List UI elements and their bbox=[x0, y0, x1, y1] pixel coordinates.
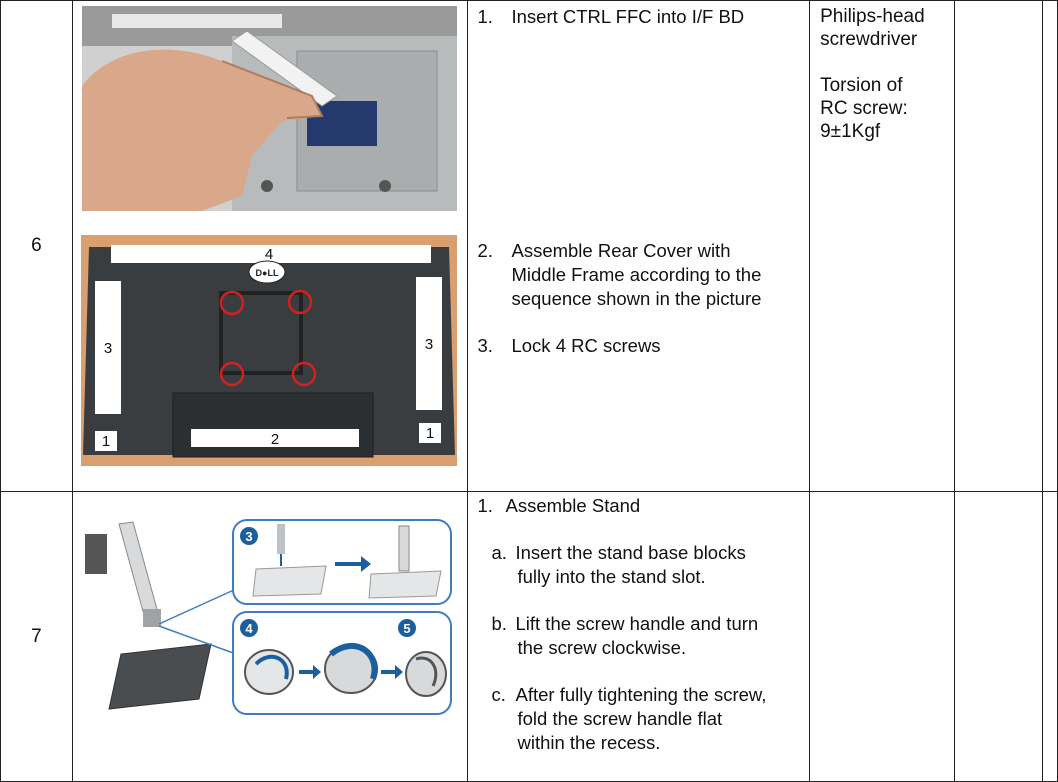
sub-instruction: b. Lift the screw handle and turn the sc… bbox=[491, 613, 759, 658]
instruction-item: 3. Lock 4 RC screws bbox=[477, 335, 661, 356]
table-row: 7 3 bbox=[0, 491, 1058, 782]
tool-name: screwdriver bbox=[820, 29, 918, 50]
ctrl-ffc-insert-photo bbox=[81, 6, 457, 211]
empty-cell bbox=[1041, 0, 1058, 492]
tools-cell bbox=[809, 491, 956, 782]
sequence-label: 1 bbox=[426, 425, 434, 442]
sub-instruction: a. Insert the stand base blocks fully in… bbox=[491, 542, 746, 587]
instruction-item: 1. Insert CTRL FFC into I/F BD bbox=[477, 6, 745, 27]
callout-number: 4 bbox=[245, 621, 253, 636]
instruction-item: 1. Assemble Stand bbox=[477, 495, 641, 516]
sequence-label: 1 bbox=[102, 433, 110, 450]
screw-circle bbox=[287, 289, 313, 315]
screw-circle bbox=[219, 361, 245, 387]
stand-assembly-diagram: 3 4 5 bbox=[81, 514, 459, 740]
instructions-cell: 1. Insert CTRL FFC into I/F BD 2. Assemb… bbox=[467, 0, 811, 492]
table-row: 6 bbox=[0, 0, 1058, 492]
torque-label: RC screw: bbox=[820, 98, 908, 119]
empty-cell bbox=[1041, 491, 1058, 782]
empty-cell bbox=[954, 0, 1043, 492]
screw-circle bbox=[291, 361, 317, 387]
torque-value: 9±1Kgf bbox=[820, 121, 881, 142]
sequence-label: 3 bbox=[104, 340, 112, 357]
sequence-label: 3 bbox=[425, 336, 433, 353]
torque-label: Torsion of bbox=[820, 75, 903, 96]
rear-cover-sequence-photo: 4 D●LL 3 3 1 1 2 bbox=[80, 235, 457, 466]
callout-number: 3 bbox=[245, 529, 252, 544]
tools-cell: Philips-head screwdriver Torsion of RC s… bbox=[809, 0, 956, 492]
instructions-cell: 1. Assemble Stand a. Insert the stand ba… bbox=[467, 491, 811, 782]
empty-cell bbox=[954, 491, 1043, 782]
sequence-label: 2 bbox=[271, 431, 279, 448]
instruction-item: 2. Assemble Rear Cover with Middle Frame… bbox=[477, 240, 762, 309]
callout-number: 5 bbox=[403, 621, 410, 636]
screw-circle bbox=[219, 290, 245, 316]
tool-name: Philips-head bbox=[820, 6, 925, 27]
brand-logo: D●LL bbox=[255, 268, 278, 278]
step-number: 7 bbox=[0, 491, 73, 782]
sequence-label: 4 bbox=[265, 246, 273, 263]
image-cell: 4 D●LL 3 3 1 1 2 bbox=[71, 0, 469, 492]
step-number: 6 bbox=[0, 0, 73, 492]
sub-instruction: c. After fully tightening the screw, fol… bbox=[491, 684, 767, 753]
image-cell: 3 4 5 bbox=[71, 491, 469, 782]
